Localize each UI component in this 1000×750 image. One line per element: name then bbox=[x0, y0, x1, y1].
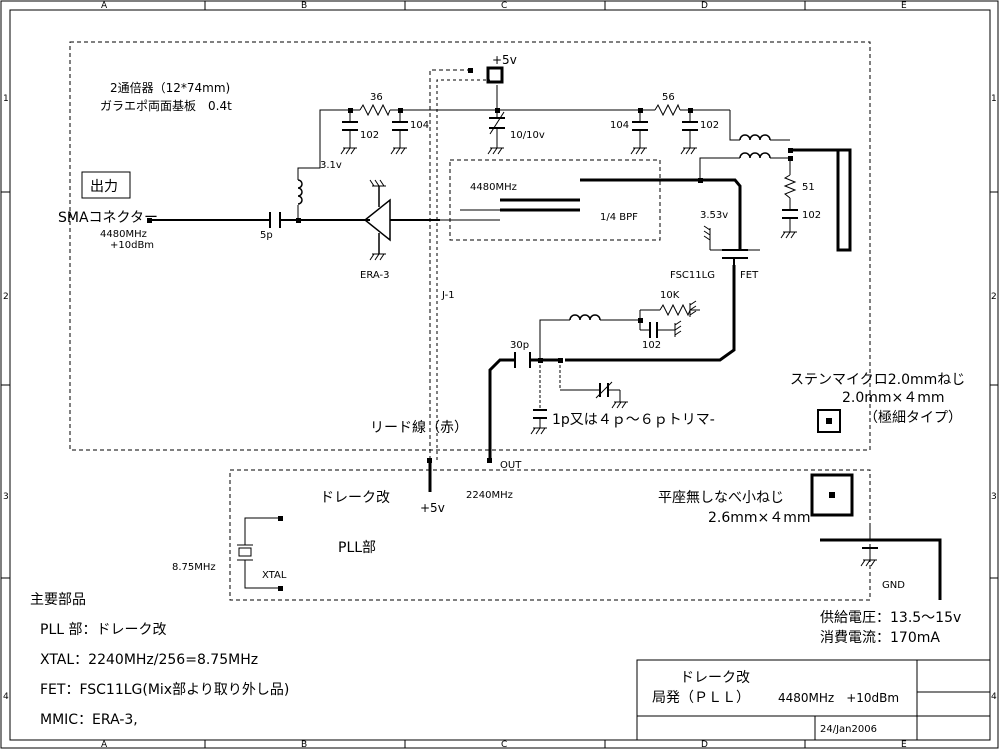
row-label-2-right: 2 bbox=[991, 292, 997, 302]
trimmer-cap-label: 10/10v bbox=[510, 130, 545, 141]
parts-list-heading: 主要部品 bbox=[30, 592, 86, 608]
micro-screw-line3: （極細タイプ） bbox=[864, 410, 962, 426]
pll-drake-label: ドレーク改 bbox=[320, 490, 390, 506]
wiring bbox=[150, 85, 871, 589]
output-label: 出力 bbox=[90, 179, 118, 195]
sma-connector-label: SMAコネクター bbox=[58, 210, 158, 226]
inductor-symbols bbox=[297, 134, 771, 321]
input-frequency: 2240MHz bbox=[466, 490, 513, 501]
c102-label-c: 102 bbox=[802, 210, 821, 221]
fet-part-label: FSC11LG bbox=[670, 270, 715, 281]
doubler-board-outline bbox=[69, 41, 871, 451]
col-label-d-bottom: D bbox=[701, 740, 708, 750]
crystal-symbol bbox=[237, 544, 253, 561]
fet-symbol bbox=[722, 249, 748, 265]
v31-label: 3.1v bbox=[320, 160, 342, 171]
out-label: OUT bbox=[500, 460, 522, 471]
trimmer-arrow bbox=[489, 111, 505, 135]
r36-label: 36 bbox=[370, 92, 383, 103]
junction-dots bbox=[147, 68, 793, 591]
parts-list-item: FET：FSC11LG(Mix部より取り外し品) bbox=[40, 682, 289, 698]
col-label-a-bottom: A bbox=[101, 740, 108, 750]
vcc-label: +5v bbox=[492, 53, 517, 67]
col-label-b-bottom: B bbox=[301, 740, 307, 750]
drain-voltage-label: 3.53v bbox=[700, 210, 728, 221]
c104-label-b: 104 bbox=[610, 120, 629, 131]
mmic-label: ERA-3 bbox=[360, 270, 389, 281]
parts-list-item: MMIC：ERA-3, bbox=[40, 712, 138, 728]
row-label-3-right: 3 bbox=[991, 492, 997, 502]
thick-traces bbox=[428, 148, 942, 600]
title-block-line2-a: 局発（ＰＬＬ） bbox=[652, 690, 750, 706]
xtal-frequency: 8.75MHz bbox=[172, 562, 216, 573]
trimmer-arrow-small bbox=[595, 381, 613, 399]
vcc-pad bbox=[486, 66, 504, 84]
flat-screw-line1: 平座無しなべ小ねじ bbox=[658, 490, 784, 506]
flat-screw-line2: 2.6mm×４mm bbox=[708, 510, 811, 526]
c104-label-a: 104 bbox=[410, 120, 429, 131]
output-frequency: 4480MHz bbox=[100, 229, 147, 240]
cap-30p-label: 30p bbox=[510, 340, 529, 351]
c102-label-b: 102 bbox=[700, 120, 719, 131]
r51-label: 51 bbox=[802, 182, 815, 193]
c102-label-a: 102 bbox=[360, 130, 379, 141]
resistor-symbols bbox=[359, 103, 797, 317]
micro-screw-line1: ステンマイクロ2.0mmねじ bbox=[790, 372, 965, 388]
supply-voltage: 供給電圧：13.5～15v bbox=[820, 610, 961, 626]
flat-screw-symbol bbox=[810, 473, 854, 517]
col-label-c-bottom: C bbox=[501, 740, 507, 750]
r10k-label: 10K bbox=[660, 290, 680, 301]
title-block bbox=[636, 659, 991, 741]
bpf-frequency: 4480MHz bbox=[470, 182, 517, 193]
row-label-2-left: 2 bbox=[3, 292, 9, 302]
col-label-e-top: E bbox=[901, 1, 907, 11]
bpf-name: 1/4 BPF bbox=[600, 212, 638, 223]
col-label-b-top: B bbox=[301, 1, 307, 11]
board-title-line2: ガラエポ両面基板 0.4t bbox=[100, 99, 232, 113]
output-label-box bbox=[81, 171, 131, 199]
title-block-line1: ドレーク改 bbox=[680, 670, 750, 686]
trimmer-note: 1p又は４ｐ～６ｐトリマ- bbox=[552, 412, 715, 428]
parts-list-item: PLL 部：ドレーク改 bbox=[40, 622, 167, 638]
row-label-1-right: 1 bbox=[991, 94, 997, 104]
title-block-date: 24/Jan2006 bbox=[820, 724, 877, 735]
col-label-d-top: D bbox=[701, 1, 708, 11]
cap-5p-label: 5p bbox=[260, 230, 273, 241]
supply-current: 消費電流：170mA bbox=[820, 630, 940, 646]
col-label-c-top: C bbox=[501, 1, 507, 11]
row-label-4-right: 4 bbox=[991, 692, 997, 702]
row-label-1-left: 1 bbox=[3, 94, 9, 104]
row-label-4-left: 4 bbox=[3, 692, 9, 702]
board-title-line1: 2通倍器（12*74mm) bbox=[110, 80, 230, 95]
micro-screw-symbol bbox=[817, 409, 841, 433]
r56-label: 56 bbox=[662, 92, 675, 103]
col-label-a-top: A bbox=[101, 1, 108, 11]
capacitor-symbols bbox=[269, 117, 878, 549]
bpf-outline bbox=[449, 159, 661, 241]
fet-label: FET bbox=[740, 270, 759, 281]
row-label-3-left: 3 bbox=[3, 492, 9, 502]
ground-symbols bbox=[340, 147, 877, 567]
jumper-j1-dashed-inner bbox=[436, 79, 490, 460]
col-label-e-bottom: E bbox=[901, 740, 907, 750]
jumper-j1-dashed bbox=[429, 69, 470, 460]
xtal-label: XTAL bbox=[262, 570, 287, 581]
title-block-line2-b: 4480MHz +10dBm bbox=[778, 691, 899, 705]
lead-wire-label: リード線（赤） bbox=[370, 420, 468, 436]
c102-label-d: 102 bbox=[642, 340, 661, 351]
parts-list-item: XTAL：2240MHz/256=8.75MHz bbox=[40, 652, 258, 668]
pll-unit-label: PLL部 bbox=[338, 540, 376, 556]
mmic-amplifier-symbol bbox=[363, 186, 391, 254]
jumper-label: J-1 bbox=[441, 290, 455, 301]
micro-screw-line2: 2.0mm×４mm bbox=[842, 390, 945, 406]
output-level: +10dBm bbox=[110, 240, 154, 251]
pll-vcc-label: +5v bbox=[420, 501, 445, 515]
gnd-label: GND bbox=[882, 580, 905, 591]
